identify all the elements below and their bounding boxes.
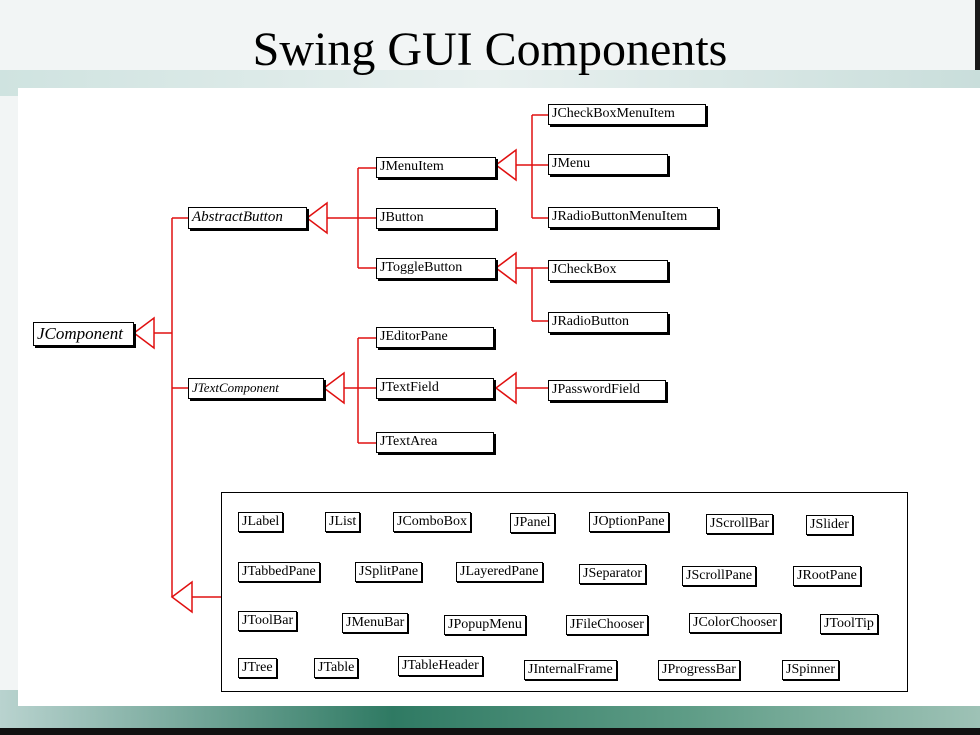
- component-item: JProgressBar: [658, 660, 740, 680]
- component-item: JInternalFrame: [524, 660, 617, 680]
- component-item: JList: [325, 512, 361, 532]
- component-item: JLabel: [238, 512, 284, 532]
- component-item: JSplitPane: [355, 562, 423, 582]
- component-item: JScrollPane: [682, 566, 757, 586]
- component-item: JSlider: [806, 515, 853, 535]
- component-item: JSpinner: [782, 660, 839, 680]
- component-item: JFileChooser: [566, 615, 648, 635]
- jtextarea-box: JTextArea: [376, 432, 494, 453]
- component-item: JComboBox: [393, 512, 472, 532]
- jcomponent-box: JComponent: [33, 322, 134, 346]
- jeditorpane-box: JEditorPane: [376, 327, 494, 348]
- jtextcomponent-box: JTextComponent: [188, 378, 324, 399]
- jtogglebutton-box: JToggleButton: [376, 258, 496, 279]
- component-item: JTableHeader: [398, 656, 483, 676]
- component-item: JMenuBar: [342, 613, 409, 633]
- jmenu-box: JMenu: [548, 154, 668, 175]
- component-item: JRootPane: [793, 566, 861, 586]
- jradiobutton-box: JRadioButton: [548, 312, 668, 333]
- jcheckbox-box: JCheckBox: [548, 260, 668, 281]
- abstractbutton-box: AbstractButton: [188, 207, 307, 229]
- page-title: Swing GUI Components: [252, 23, 728, 76]
- component-item: JPanel: [510, 513, 555, 533]
- component-item: JTabbedPane: [238, 562, 320, 582]
- component-item: JColorChooser: [689, 613, 781, 633]
- component-item: JToolTip: [820, 614, 878, 634]
- jpasswordfield-box: JPasswordField: [548, 380, 666, 401]
- component-item: JTable: [314, 658, 359, 678]
- component-item: JSeparator: [579, 564, 647, 584]
- component-item: JToolBar: [238, 611, 298, 631]
- jmenuitem-box: JMenuItem: [376, 157, 496, 178]
- component-item: JTree: [238, 658, 277, 678]
- component-item: JPopupMenu: [444, 615, 526, 635]
- jcheckboxmenuitem-box: JCheckBoxMenuItem: [548, 104, 706, 125]
- jradiobuttonmenuitem-box: JRadioButtonMenuItem: [548, 207, 718, 228]
- jtextfield-box: JTextField: [376, 378, 494, 399]
- jbutton-box: JButton: [376, 208, 496, 229]
- component-item: JLayeredPane: [456, 562, 543, 582]
- component-item: JScrollBar: [706, 514, 774, 534]
- component-item: JOptionPane: [589, 512, 669, 532]
